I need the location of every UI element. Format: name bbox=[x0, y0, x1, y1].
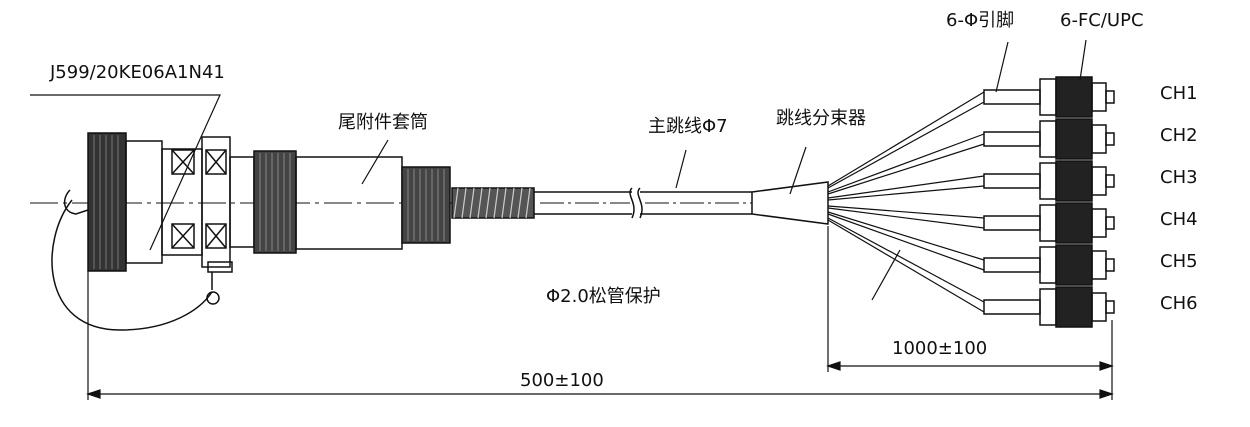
channel-label-ch5: CH5 bbox=[1160, 251, 1198, 272]
coupling-nut bbox=[87, 132, 127, 272]
splitter-label: 跳线分束器 bbox=[776, 108, 866, 129]
flange bbox=[171, 136, 231, 268]
fc-connector-ch3 bbox=[1039, 160, 1115, 202]
channel-label-ch4: CH4 bbox=[1160, 209, 1198, 230]
main-cable bbox=[534, 187, 752, 219]
connector-type-label: 6-FC/UPC bbox=[1060, 10, 1144, 31]
channel-label-ch1: CH1 bbox=[1160, 83, 1198, 104]
loose-tube-label: Φ2.0松管保护 bbox=[546, 286, 661, 307]
channel-label-ch6: CH6 bbox=[1160, 293, 1198, 314]
dimension-total bbox=[86, 271, 1114, 400]
fanout-fibers bbox=[827, 91, 985, 313]
dim-branch-label: 1000±100 bbox=[892, 338, 988, 359]
knurled-ring bbox=[253, 150, 297, 254]
fc-connector-ch6 bbox=[1039, 286, 1115, 328]
fc-connector-ch2 bbox=[1039, 118, 1115, 160]
leader-lines bbox=[30, 39, 1087, 301]
channel-label-ch2: CH2 bbox=[1160, 125, 1198, 146]
part-number-label: J599/20KE06A1N41 bbox=[50, 62, 225, 83]
tail-nut bbox=[401, 166, 451, 244]
tail-sleeve-label: 尾附件套筒 bbox=[338, 112, 428, 133]
dim-total-label: 500±100 bbox=[520, 370, 604, 391]
dust-cap-lanyard bbox=[51, 189, 233, 331]
rear-shell bbox=[229, 156, 255, 248]
connector-shell bbox=[161, 148, 203, 256]
channel-label-ch3: CH3 bbox=[1160, 167, 1198, 188]
pins-label: 6-Φ引脚 bbox=[946, 10, 1015, 31]
fc-connectors bbox=[1039, 76, 1115, 328]
fiber-boots bbox=[983, 89, 1041, 315]
fc-connector-ch1 bbox=[1039, 76, 1115, 118]
connector-body bbox=[125, 140, 163, 264]
splitter-body bbox=[751, 181, 829, 225]
strain-relief-spring bbox=[451, 187, 535, 219]
fc-connector-ch5 bbox=[1039, 244, 1115, 286]
fc-connector-ch4 bbox=[1039, 202, 1115, 244]
dimension-branch bbox=[826, 226, 1114, 372]
main-cable-label: 主跳线Φ7 bbox=[648, 116, 728, 137]
